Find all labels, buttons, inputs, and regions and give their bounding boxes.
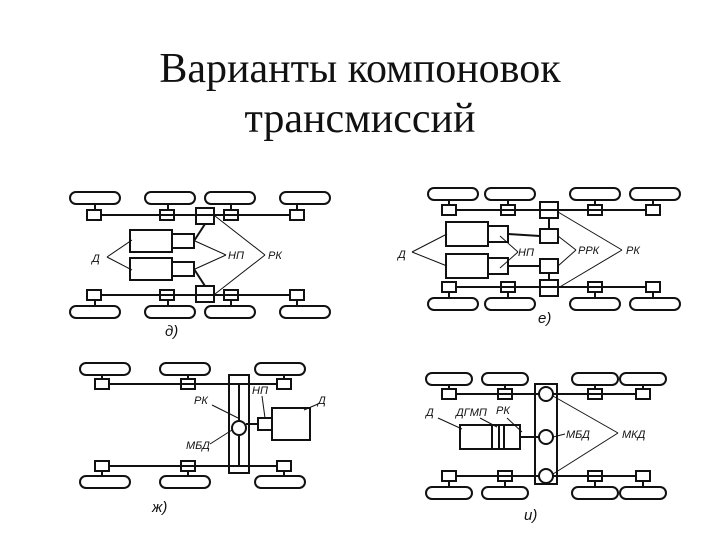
diagram-d xyxy=(69,191,331,319)
diagram-e-gearbox-label: НП xyxy=(518,247,534,259)
tire xyxy=(79,475,131,489)
diagram-e-caption: е) xyxy=(538,310,551,327)
diagram-d-gearbox-label: НП xyxy=(228,250,244,262)
axle-differential xyxy=(538,386,554,402)
slide-title-line-2: трансмиссий xyxy=(244,96,476,142)
tire xyxy=(629,297,681,311)
wheel-hub xyxy=(441,281,457,293)
wheel-hub xyxy=(94,460,110,472)
center-differential xyxy=(538,429,554,445)
tire xyxy=(571,486,619,500)
diagram-i xyxy=(425,372,667,500)
tire xyxy=(279,191,331,205)
diagram-zh-gearbox-label: НП xyxy=(252,385,268,397)
wheel-hub xyxy=(441,470,457,482)
tire xyxy=(425,486,473,500)
diagram-i-transfer-label: РК xyxy=(496,405,510,417)
gearbox-box xyxy=(257,417,273,431)
wheel-hub xyxy=(635,470,651,482)
wheel-hub xyxy=(645,281,661,293)
tire xyxy=(144,191,196,205)
diagram-zh-caption: ж) xyxy=(151,499,167,516)
diagram-d-transfer-label: РК xyxy=(268,250,282,262)
engine-box xyxy=(445,221,489,247)
tire xyxy=(69,191,121,205)
wheel-hub xyxy=(289,289,305,301)
diagram-zh-diff-label: МБД xyxy=(186,440,210,452)
wheel-hub xyxy=(86,209,102,221)
tire xyxy=(484,297,536,311)
split-transfer-box xyxy=(539,228,559,244)
tire xyxy=(254,475,306,489)
tire xyxy=(629,187,681,201)
tire xyxy=(427,187,479,201)
tire xyxy=(569,297,621,311)
tire xyxy=(481,372,529,386)
diagram-i-caption: и) xyxy=(524,507,537,524)
axle-differential xyxy=(538,468,554,484)
tire xyxy=(204,305,256,319)
tire xyxy=(619,486,667,500)
diagram-e-split-label: РРК xyxy=(578,245,600,257)
tire xyxy=(69,305,121,319)
diagram-zh-engine-label: Д xyxy=(316,395,326,407)
tire xyxy=(204,191,256,205)
split-transfer-box xyxy=(539,258,559,274)
center-differential xyxy=(231,420,247,436)
wheel-hub xyxy=(289,209,305,221)
gearbox-box xyxy=(171,261,195,277)
engine-box xyxy=(129,229,173,253)
wheel-hub xyxy=(86,289,102,301)
wheel-hub xyxy=(645,204,661,216)
tire xyxy=(159,475,211,489)
gearbox-box xyxy=(171,233,195,249)
tire xyxy=(159,362,211,376)
engine-box xyxy=(271,407,311,441)
diagram-zh-transfer-label: РК xyxy=(194,395,208,407)
diagram-i-hydro-label: ДГМП xyxy=(454,407,487,419)
engine-box xyxy=(129,257,173,281)
tire xyxy=(571,372,619,386)
tire xyxy=(254,362,306,376)
diagram-zh xyxy=(79,362,319,489)
tire xyxy=(425,372,473,386)
slide-title-line-1: Варианты компоновок xyxy=(159,46,561,92)
diagram-e xyxy=(411,187,681,311)
tire xyxy=(144,305,196,319)
engine-box xyxy=(459,424,493,450)
diagram-d-engine-label: Д xyxy=(90,253,100,265)
tire xyxy=(481,486,529,500)
tire xyxy=(484,187,536,201)
tire xyxy=(619,372,667,386)
wheel-hub xyxy=(276,460,292,472)
hydro-transmission-box xyxy=(491,424,521,450)
slide-title: Варианты компоновок трансмиссий xyxy=(0,44,720,144)
tire xyxy=(427,297,479,311)
tire xyxy=(279,305,331,319)
diagram-e-transfer-label: РК xyxy=(626,245,640,257)
diagram-d-caption: д) xyxy=(165,323,178,340)
diagram-i-diff-label: МБД xyxy=(566,429,590,441)
wheel-hub xyxy=(635,388,651,400)
diagram-i-wheel-diff-label: МКД xyxy=(622,429,646,441)
wheel-hub xyxy=(94,378,110,390)
diagram-i-engine-label: Д xyxy=(424,407,434,419)
wheel-hub xyxy=(441,388,457,400)
tire xyxy=(79,362,131,376)
gearbox-box xyxy=(487,225,509,243)
engine-box xyxy=(445,253,489,279)
gearbox-box xyxy=(487,257,509,275)
tire xyxy=(569,187,621,201)
wheel-hub xyxy=(276,378,292,390)
wheel-hub xyxy=(441,204,457,216)
diagram-e-engine-label: Д xyxy=(396,249,406,261)
